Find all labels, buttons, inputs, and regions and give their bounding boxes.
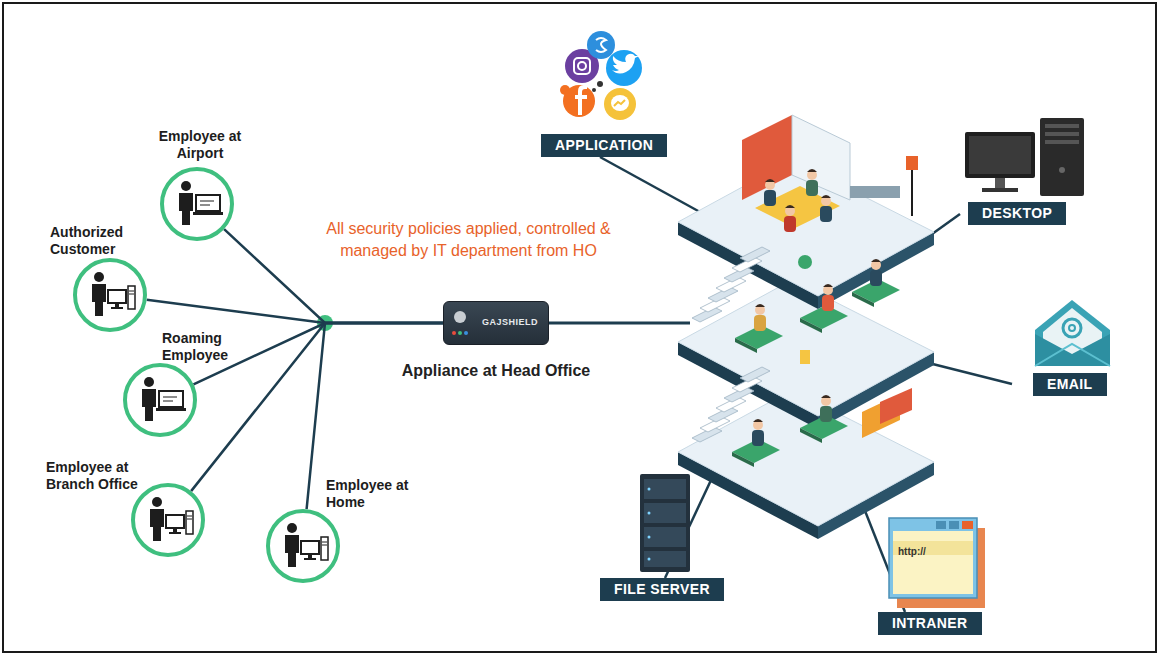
drawing-part (806, 180, 818, 196)
drawing-part (785, 205, 795, 208)
user-circle: Employee at Airport (160, 167, 234, 241)
drawing-part (755, 304, 765, 307)
drawing-part (785, 206, 795, 216)
user-circle: Roaming Employee (123, 363, 197, 437)
user-label: Authorized Customer (50, 224, 150, 258)
user-label: Employee at Airport (150, 128, 250, 162)
service-band: EMAIL (1033, 373, 1107, 396)
drawing-part (755, 305, 765, 315)
drawing-part (850, 186, 900, 198)
drawing-part (821, 195, 831, 198)
band-text: INTRANER (892, 615, 968, 631)
drawing-part (765, 180, 775, 190)
url-text: http:// (898, 546, 926, 557)
user-label: Employee at Branch Office (46, 459, 158, 493)
brand-name: GAJSHIELD (482, 317, 538, 327)
user-circle: Authorized Customer (73, 258, 147, 332)
service-band: APPLICATION (541, 134, 667, 157)
drawing-part (821, 395, 831, 398)
drawing-part (755, 186, 840, 228)
user-circle: Employee at Branch Office (131, 483, 205, 557)
drawing-part (870, 270, 882, 286)
drawing-part (800, 350, 810, 364)
drawing-part (823, 285, 833, 295)
drawing-part (880, 388, 912, 424)
user-icon (270, 513, 336, 579)
drawing-part (742, 115, 792, 200)
drawing-part (732, 452, 754, 467)
drawing-part (823, 284, 833, 287)
policy-note: All security policies applied, controlle… (316, 218, 621, 262)
service-band: FILE SERVER (600, 578, 724, 601)
connector-line (147, 300, 443, 323)
user-icon (164, 171, 230, 237)
drawing-part (735, 338, 757, 353)
user-icon (77, 262, 143, 328)
drawing-part (822, 295, 834, 311)
user-label: Employee at Home (326, 477, 416, 511)
band-text: EMAIL (1047, 376, 1093, 392)
band-text: APPLICATION (555, 137, 653, 153)
drawing-part (911, 168, 913, 216)
drawing-part (740, 367, 770, 382)
band-text: FILE SERVER (614, 581, 710, 597)
drawing-part (765, 179, 775, 182)
drawing-part (871, 259, 881, 262)
drawing-part (807, 170, 817, 180)
drawing-part (754, 315, 766, 331)
drawing-part (820, 406, 832, 422)
appliance-box: GAJSHIELDAppliance at Head Office (443, 301, 549, 345)
drawing-part (800, 428, 822, 443)
drawing-part (752, 430, 764, 446)
drawing-part (906, 156, 918, 170)
user-icon (127, 367, 193, 433)
user-circle: Employee at Home (266, 509, 340, 583)
drawing-part (820, 206, 832, 222)
service-band: DESKTOP (968, 202, 1066, 225)
drawing-part (798, 255, 812, 269)
user-icon (135, 487, 201, 553)
drawing-part (821, 396, 831, 406)
drawing-part (800, 318, 822, 333)
drawing-part (821, 196, 831, 206)
drawing-part (871, 260, 881, 270)
drawing-part (753, 419, 763, 422)
band-text: DESKTOP (982, 205, 1052, 221)
drawing-part (740, 247, 770, 262)
service-band: INTRANER (878, 612, 982, 635)
drawing-part (807, 169, 817, 172)
drawing-part (852, 292, 874, 307)
user-label: Roaming Employee (162, 330, 257, 364)
drawing-part (784, 216, 796, 232)
drawing-part (753, 420, 763, 430)
drawing-part (764, 190, 776, 206)
node-caption: Appliance at Head Office (402, 362, 591, 380)
